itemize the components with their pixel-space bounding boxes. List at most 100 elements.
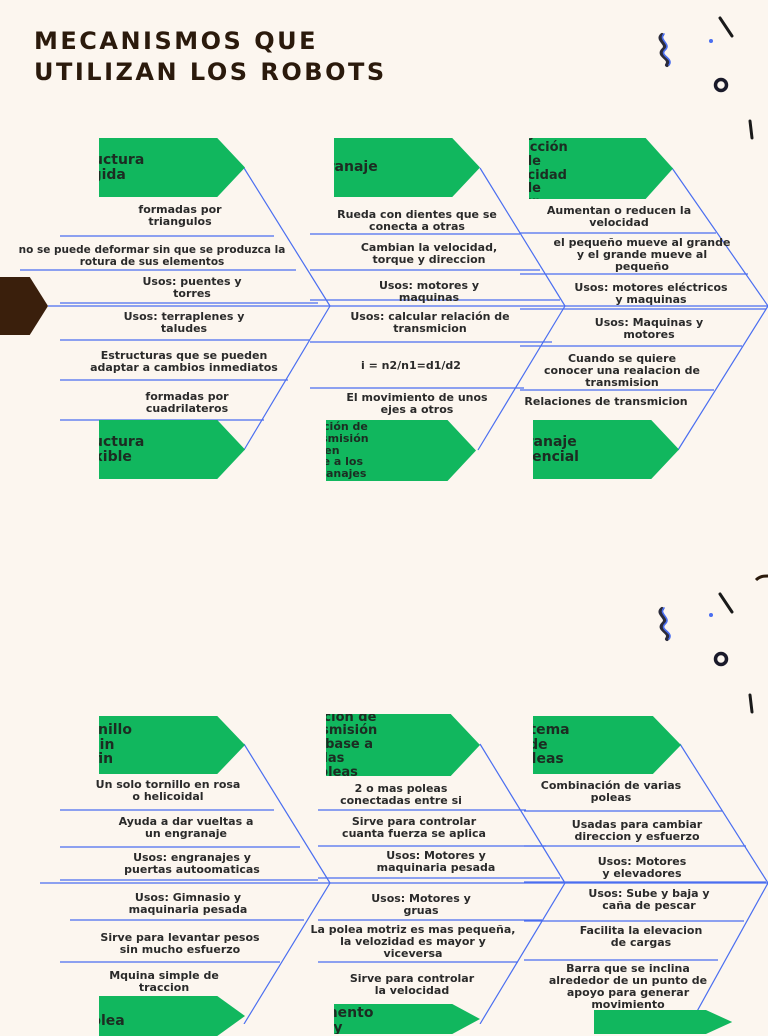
dash-icon [718,16,734,38]
box-text: transmisión en [295,432,369,457]
label-line: un engranaje [145,827,227,840]
box-engranaje: Engranaje [334,138,480,197]
label-line: de cargas [610,936,672,949]
label-line: adaptar a cambios inmediatos [90,361,278,374]
ring-icon [713,77,729,93]
label-line: Barra que se inclina [566,962,690,975]
label-line: direccion y esfuerzo [574,830,700,843]
label-line: Usos: engranajes y [133,851,251,864]
label-line: i = n2/n1=d1/d2 [361,359,461,372]
label-mid-2: Cambian la velocidad,torque y direccion [361,242,497,266]
label-line: Usos: Motores y [386,849,486,862]
label-line: Combinación de varias [540,779,682,792]
label-line: la velocidad [374,984,450,997]
box-text: Aumento y [498,112,565,142]
title-line-1: MECANISMOS QUE [34,27,318,55]
box-text: flexible [73,448,132,465]
label-line: torres [173,287,211,300]
corner-arc-icon [754,574,768,582]
label-line: La polea motriz es mas pequeña, [310,923,516,936]
label-line: 2 o mas poleas [354,782,448,795]
box-text: Relación de [295,420,368,434]
box-text: reducción de [495,139,568,169]
box-partial-right [594,1010,733,1034]
box-text: fin [92,751,114,768]
label-line: Cambian la velocidad, [360,241,498,254]
label-line: viceversa [383,947,443,960]
box-text: base a los [300,455,364,469]
label-line: transmision [585,376,659,389]
box-aumento-reduccion: Aumento y reducción de velocidad de un e… [529,138,673,199]
box-text: Engranaje [298,159,378,176]
box-relacion-transmision: Relación de transmisión en base a los en… [326,420,476,481]
box-text: diferencial [494,448,579,465]
label-line: Usos: Motores y [371,892,471,905]
box-text: un engranaje [494,195,569,224]
label-line: la velozidad es mayor y [340,935,486,948]
label-line: gruas [403,904,439,917]
label-line: El movimiento de unos [346,391,488,404]
label-line: motores [623,328,675,341]
label-mid-5: La polea motriz es mas pequeña,la velozi… [311,924,516,960]
label-left-2: no se puede deformar sin que se produzca… [19,244,286,268]
box-aumento-y: Aumento y [334,1004,480,1034]
label-line: conocer una realacion de [544,364,700,377]
label-line: ejes a otros [380,403,454,416]
box-text: Engranaje [497,433,577,450]
label-line: Relaciones de transmicion [524,395,688,408]
label-line: movimiento [591,998,665,1011]
label-line: Usos: motores y [378,279,480,292]
label-line: Sirve para controlar [351,815,477,828]
label-mid-5: i = n2/n1=d1/d2 [361,360,461,372]
box-text: Relación de [291,709,377,725]
dash-icon [718,592,734,614]
label-line: no se puede deformar sin que se produzca… [18,244,286,256]
squiggle-icon [658,607,671,641]
label-line: maquinaria pesada [128,903,248,916]
label-line: Facilita la elevacion [579,924,703,937]
label-line: Sirve para controlar [349,972,475,985]
label-line: conectadas entre si [340,794,462,807]
label-line: maquinaria pesada [376,861,496,874]
label-line: formadas por [145,390,229,403]
label-line: puertas autoomaticas [124,863,260,876]
label-line: apoyo para generar [566,986,690,999]
label-line: traccion [138,981,190,994]
label-line: rotura de sus elementos [79,256,225,268]
label-line: Usos: Maquinas y [594,316,704,329]
box-text: Estructura [61,433,145,450]
box-text: velocidad de [496,167,567,197]
label-line: poleas [590,791,632,804]
label-line: y maquinas [615,293,687,306]
label-line: y el grande mueve al [576,248,708,261]
label-line: Ayuda a dar vueltas a [118,815,254,828]
label-line: cuadrilateros [145,402,229,415]
label-line: Usos: motores eléctricos [574,281,728,294]
label-line: transmicion [393,322,467,335]
label-line: o helicoidal [132,790,204,803]
dash-icon [748,119,754,140]
box-text: rígida [79,166,126,183]
label-line: el pequeño mueve al grande [553,236,731,249]
